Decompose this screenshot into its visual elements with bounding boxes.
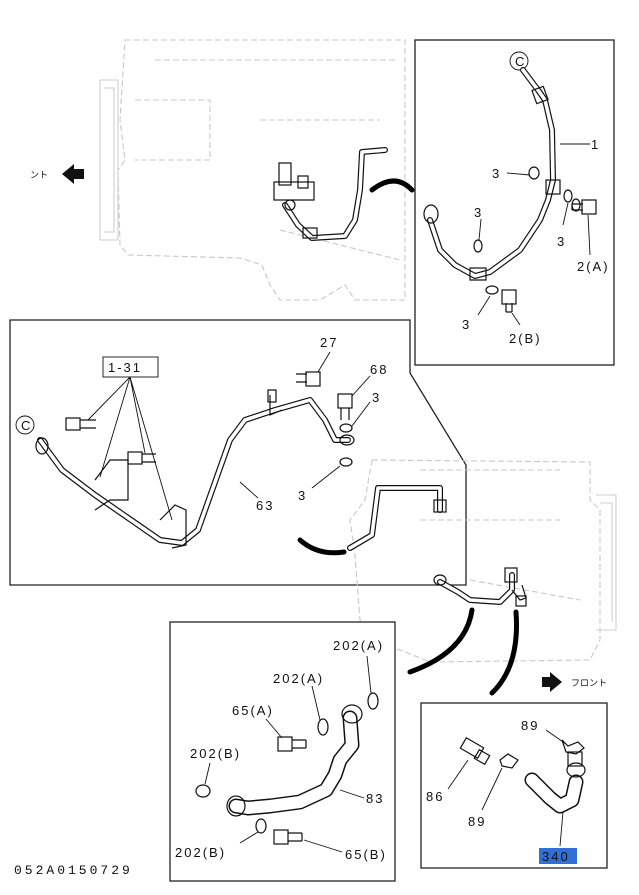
leader-sweep-top (369, 178, 415, 193)
bolt-68 (337, 393, 353, 420)
label-washer-3b: 3 (474, 205, 483, 220)
label-washer-3a: 3 (492, 166, 501, 181)
leader-sweep-bottom-right (489, 609, 519, 696)
label-pipe-63: 63 (256, 498, 274, 513)
label-fitting-86: 86 (426, 789, 444, 804)
label-pipe-83: 83 (366, 791, 384, 806)
label-washer-202b-2: 202(B) (175, 845, 226, 860)
label-bolt-68: 68 (370, 362, 388, 377)
marker-c-middle: C (21, 418, 32, 433)
panel-middle-left: C 1-31 27 (9, 319, 467, 586)
front-indicator-right: フロント (542, 672, 607, 692)
arrow-right-icon (542, 672, 562, 692)
panel-bottom-right: 89 86 89 340 (420, 702, 608, 869)
leader-sweep-middle (297, 537, 347, 556)
label-washer-3c: 3 (557, 234, 566, 249)
front-label-left: ント (30, 170, 48, 180)
label-hose-340: 340 (542, 849, 570, 864)
bolt-65a (277, 736, 307, 752)
bolt-65b (273, 829, 303, 845)
label-pipe-1: 1 (591, 137, 600, 152)
engine-silhouette-bottom (347, 459, 617, 663)
label-washer-3-mid-b: 3 (298, 488, 307, 503)
engine-silhouette-top (99, 39, 406, 301)
label-washer-202a-2: 202(A) (273, 671, 324, 686)
label-bolt-65b: 65(B) (345, 847, 387, 862)
label-bolt-65a: 65(A) (232, 703, 274, 718)
marker-c-top: C (515, 54, 526, 69)
bolt-1-31-b (127, 451, 156, 465)
label-bolt-2b: 2(B) (509, 331, 542, 346)
leader-sweep-bottom-left (407, 607, 475, 675)
highlight-box-340 (539, 848, 577, 864)
label-bolt-1-31: 1-31 (108, 360, 142, 375)
label-bolt-2a: 2(A) (577, 259, 610, 274)
panel-bottom-left: 202(A) 202(A) 65(A) 202(B) 83 202(B) 65(… (169, 621, 396, 882)
label-clamp-89-b: 89 (468, 814, 486, 829)
panel-top-right: C 1 3 3 3 2(A) 3 2( (414, 39, 615, 366)
bolt-2b (501, 289, 517, 313)
document-number: 052A0150729 (14, 863, 133, 878)
front-label-right: フロント (571, 678, 607, 688)
arrow-left-icon (62, 164, 84, 184)
label-clamp-89-a: 89 (521, 718, 539, 733)
label-washer-3-mid-a: 3 (372, 390, 381, 405)
label-washer-202a-1: 202(A) (333, 638, 384, 653)
front-indicator-left: ント (30, 164, 84, 184)
label-washer-202b-1: 202(B) (190, 746, 241, 761)
label-bolt-27: 27 (320, 335, 338, 350)
label-washer-3d: 3 (462, 317, 471, 332)
bolt-27 (296, 371, 321, 387)
